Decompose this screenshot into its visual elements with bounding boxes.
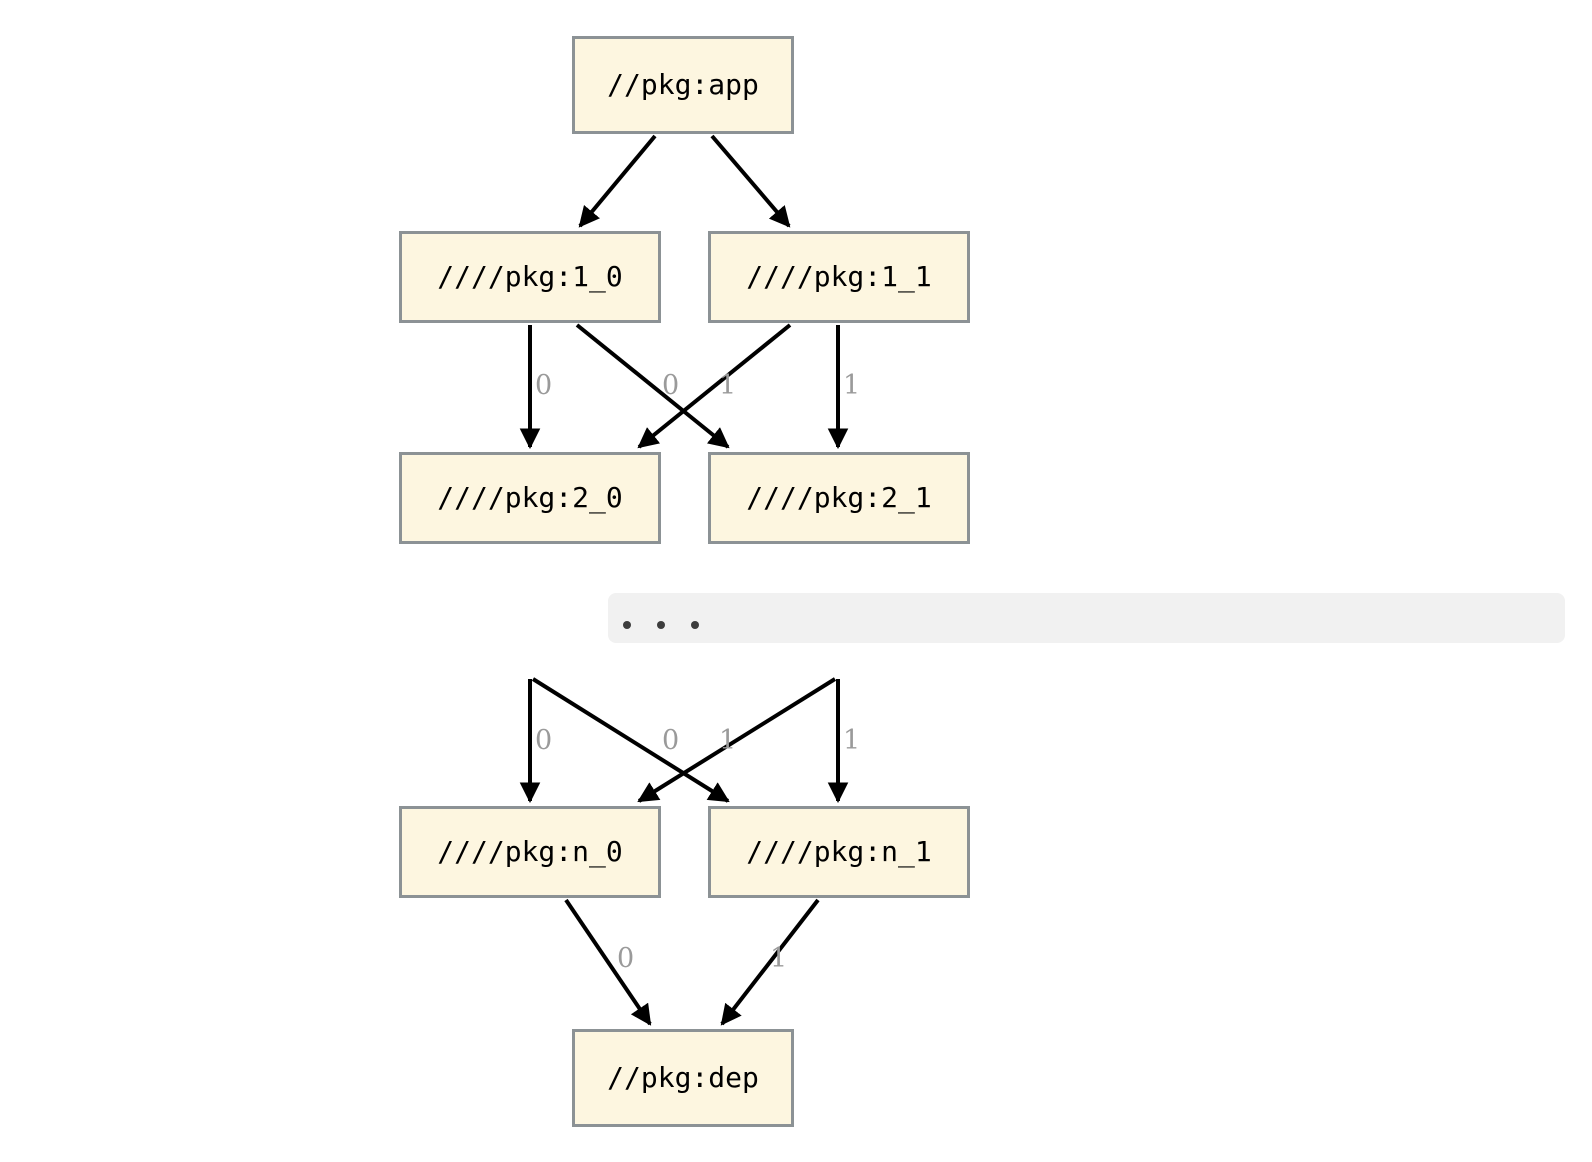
ellipsis-dot xyxy=(657,621,665,629)
node-dep[interactable]: //pkg:dep xyxy=(572,1029,794,1127)
node-label: ////pkg:1_1 xyxy=(746,260,932,293)
node-l2_0[interactable]: ////pkg:2_0 xyxy=(399,452,661,544)
node-label: ////pkg:n_1 xyxy=(746,835,932,868)
edge-label-n_1-to-dep: 1 xyxy=(770,943,788,974)
node-l1_0[interactable]: ////pkg:1_0 xyxy=(399,231,661,323)
node-ln_1[interactable]: ////pkg:n_1 xyxy=(708,806,970,898)
node-label: ////pkg:2_0 xyxy=(437,481,623,514)
edge-label-1_1-to-2_0: 1 xyxy=(719,370,737,401)
ellipsis-dots xyxy=(623,621,699,629)
edge-label-n_0-to-dep: 0 xyxy=(617,943,635,974)
edge-1_0-to-2_1 xyxy=(575,323,730,449)
edge-cont-to-n_0b xyxy=(637,677,837,803)
node-app[interactable]: //pkg:app xyxy=(572,36,794,134)
edge-cont-to-n_1 xyxy=(531,677,730,803)
edge-n_1-to-dep xyxy=(720,898,820,1026)
node-l2_1[interactable]: ////pkg:2_1 xyxy=(708,452,970,544)
edge-label-1_0-to-2_0: 0 xyxy=(535,370,553,401)
edge-label-1_0-to-2_1: 0 xyxy=(662,370,680,401)
node-label: ////pkg:n_0 xyxy=(437,835,623,868)
truncation-ellipsis-band xyxy=(608,593,1565,643)
node-label: ////pkg:2_1 xyxy=(746,481,932,514)
edge-label-cont-to-n_1b: 1 xyxy=(843,725,861,756)
edge-n_0-to-dep xyxy=(564,898,652,1026)
ellipsis-dot xyxy=(691,621,699,629)
ellipsis-dot xyxy=(623,621,631,629)
edge-label-cont-to-n_0b: 1 xyxy=(719,725,737,756)
node-label: ////pkg:1_0 xyxy=(437,260,623,293)
node-label: //pkg:app xyxy=(607,68,759,101)
edge-label-1_1-to-2_1: 1 xyxy=(843,370,861,401)
node-label: //pkg:dep xyxy=(607,1061,759,1094)
node-ln_0[interactable]: ////pkg:n_0 xyxy=(399,806,661,898)
node-l1_1[interactable]: ////pkg:1_1 xyxy=(708,231,970,323)
edge-app-to-1_0 xyxy=(578,134,657,228)
edge-label-cont-to-n_0: 0 xyxy=(535,725,553,756)
edge-1_1-to-2_0 xyxy=(637,323,792,449)
edge-label-cont-to-n_1: 0 xyxy=(662,725,680,756)
edge-app-to-1_1 xyxy=(710,134,791,228)
